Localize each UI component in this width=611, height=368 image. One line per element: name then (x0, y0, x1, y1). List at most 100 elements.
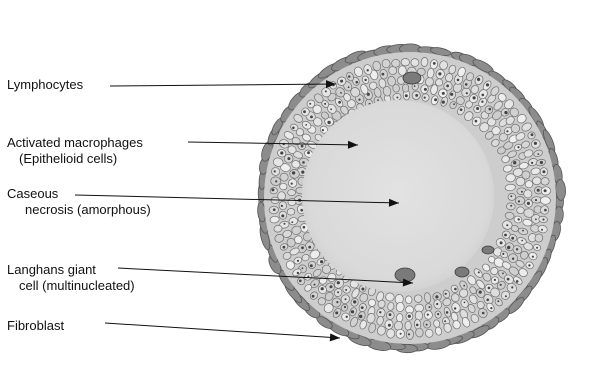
cell-nucleus (297, 260, 299, 262)
cell-nucleus (438, 72, 441, 75)
cell-nucleus (353, 300, 356, 303)
pointer-fibroblast-line (105, 323, 340, 338)
cell-nucleus (534, 142, 537, 145)
cell-nucleus (351, 310, 354, 313)
cell-nucleus (310, 116, 313, 119)
cell-nucleus (463, 285, 465, 287)
cell-nucleus (486, 299, 489, 302)
cell-nucleus (388, 324, 391, 327)
cell-nucleus (337, 281, 340, 284)
cell-nucleus (516, 280, 519, 283)
tissue-cell (288, 198, 296, 205)
cell-nucleus (405, 94, 408, 97)
cell-nucleus (358, 99, 360, 101)
tissue-cell (405, 321, 412, 330)
cell-nucleus (408, 333, 410, 335)
cell-nucleus (291, 221, 293, 223)
cell-nucleus (541, 229, 543, 231)
cell-nucleus (528, 264, 530, 266)
cell-nucleus (500, 284, 502, 286)
cell-nucleus (292, 171, 295, 174)
cell-nucleus (396, 97, 398, 99)
cell-nucleus (302, 161, 305, 164)
cell-nucleus (500, 241, 503, 244)
cell-nucleus (517, 146, 519, 148)
cell-nucleus (414, 85, 416, 87)
cell-nucleus (330, 108, 332, 110)
cell-nucleus (544, 209, 547, 212)
cell-nucleus (490, 307, 492, 309)
label-caseous-necrosis: Caseous necrosis (amorphous) (7, 186, 151, 218)
cell-nucleus (477, 78, 480, 81)
cell-nucleus (340, 80, 343, 83)
cell-nucleus (324, 103, 326, 105)
cell-nucleus (303, 110, 306, 113)
cell-nucleus (522, 230, 524, 232)
giant-cell (482, 246, 494, 254)
cell-nucleus (504, 234, 507, 237)
cell-nucleus (435, 295, 438, 298)
cell-nucleus (275, 180, 277, 182)
tissue-cell (279, 183, 287, 190)
cell-nucleus (537, 189, 540, 192)
label-fibroblast-text: Fibroblast (7, 318, 64, 333)
cell-nucleus (506, 224, 508, 226)
cell-nucleus (301, 145, 304, 148)
cell-nucleus (367, 69, 369, 71)
label-macrophages-line2: (Epithelioid cells) (7, 151, 143, 167)
cell-nucleus (314, 284, 316, 286)
cell-nucleus (454, 288, 457, 291)
cell-nucleus (308, 246, 311, 249)
cell-nucleus (510, 195, 512, 197)
tissue-cell (515, 196, 524, 205)
cell-nucleus (361, 288, 364, 291)
cell-nucleus (284, 223, 286, 225)
cell-nucleus (497, 300, 499, 302)
cell-nucleus (301, 246, 304, 249)
label-lymphocytes: Lymphocytes (7, 77, 83, 93)
label-langhans-giant-cell: Langhans giant cell (multinucleated) (7, 262, 135, 294)
cell-nucleus (415, 94, 418, 97)
cell-nucleus (489, 108, 492, 111)
cell-nucleus (504, 111, 507, 114)
cell-nucleus (303, 226, 306, 229)
cell-nucleus (479, 291, 482, 294)
cell-nucleus (287, 157, 290, 160)
cell-nucleus (518, 218, 520, 220)
cell-nucleus (281, 214, 284, 217)
cell-nucleus (482, 94, 485, 97)
cell-nucleus (531, 162, 533, 164)
cell-nucleus (442, 92, 445, 95)
cell-nucleus (542, 218, 544, 220)
cell-nucleus (488, 287, 491, 290)
cell-nucleus (309, 103, 311, 105)
cell-nucleus (481, 101, 483, 103)
cell-nucleus (454, 307, 456, 309)
tissue-cell (516, 206, 524, 214)
cell-nucleus (513, 161, 516, 164)
cell-nucleus (536, 247, 538, 249)
tissue-cell (415, 311, 423, 321)
cell-nucleus (408, 315, 411, 318)
tissue-cell (414, 295, 422, 303)
cell-nucleus (535, 199, 537, 201)
cell-nucleus (506, 130, 508, 132)
cell-nucleus (476, 107, 479, 110)
cell-nucleus (356, 81, 359, 84)
cell-nucleus (338, 101, 341, 104)
cell-nucleus (502, 273, 504, 275)
cell-nucleus (436, 303, 438, 305)
cell-nucleus (532, 256, 534, 258)
cell-nucleus (446, 311, 449, 314)
cell-nucleus (542, 170, 545, 173)
cell-nucleus (518, 200, 520, 202)
cell-nucleus (512, 258, 514, 260)
cell-nucleus (486, 83, 489, 86)
cell-nucleus (445, 293, 447, 295)
cell-nucleus (336, 301, 338, 303)
tissue-cell (415, 328, 423, 337)
tissue-cell (525, 180, 533, 188)
cell-nucleus (537, 153, 539, 155)
